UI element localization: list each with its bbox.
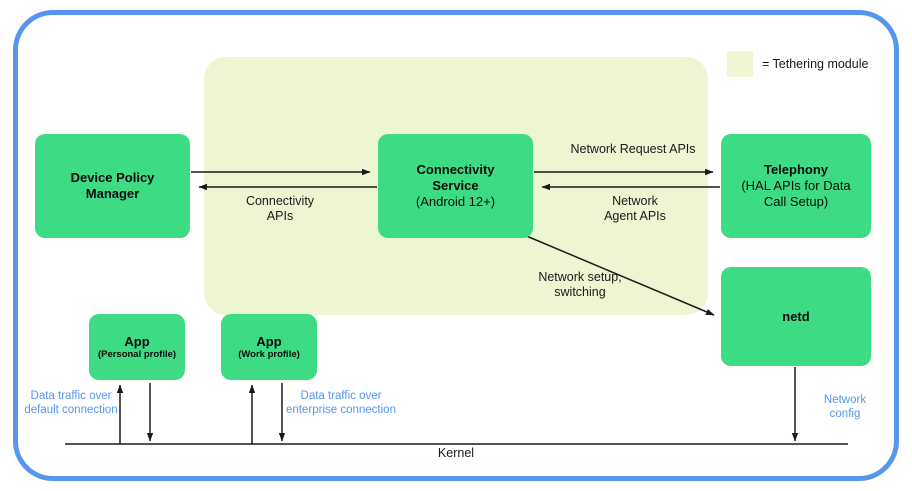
- node-title: Device Policy: [70, 170, 155, 185]
- label-network-setup-switching: Network setup, switching: [538, 270, 622, 299]
- label-kernel: Kernel: [437, 446, 475, 460]
- label-network-agent-apis: Network Agent APIs: [604, 194, 666, 223]
- node-title-line2: Manager: [85, 186, 140, 201]
- node-subtitle-line2: Call Setup): [763, 194, 829, 209]
- label-network-config: Network config: [823, 394, 867, 420]
- legend: = Tethering module: [727, 51, 868, 77]
- tethering-module-swatch: [727, 51, 753, 77]
- node-telephony[interactable]: Telephony (HAL APIs for Data Call Setup): [721, 134, 871, 238]
- node-app-personal-profile[interactable]: App (Personal profile): [89, 314, 185, 380]
- legend-label: = Tethering module: [762, 57, 869, 71]
- node-title: App: [124, 333, 150, 349]
- node-title: App: [256, 333, 282, 349]
- node-title: netd: [782, 308, 810, 324]
- node-subtitle: (Work profile): [238, 348, 300, 360]
- label-network-request-apis: Network Request APIs: [570, 142, 696, 156]
- node-title-line2: Service: [432, 178, 479, 193]
- node-device-policy-manager[interactable]: Device Policy Manager: [35, 134, 190, 238]
- outer-device-frame: [13, 10, 899, 481]
- label-data-traffic-enterprise-connection: Data traffic over enterprise connection: [286, 390, 396, 416]
- node-title: Telephony: [763, 162, 829, 177]
- node-app-work-profile[interactable]: App (Work profile): [221, 314, 317, 380]
- node-title: Connectivity: [416, 162, 495, 177]
- node-netd[interactable]: netd: [721, 267, 871, 366]
- node-subtitle: (HAL APIs for Data: [741, 178, 851, 193]
- node-subtitle: (Android 12+): [415, 194, 496, 209]
- node-connectivity-service[interactable]: Connectivity Service (Android 12+): [378, 134, 533, 238]
- label-data-traffic-default-connection: Data traffic over default connection: [24, 390, 118, 416]
- label-connectivity-apis: Connectivity APIs: [245, 194, 315, 223]
- node-subtitle: (Personal profile): [97, 348, 177, 360]
